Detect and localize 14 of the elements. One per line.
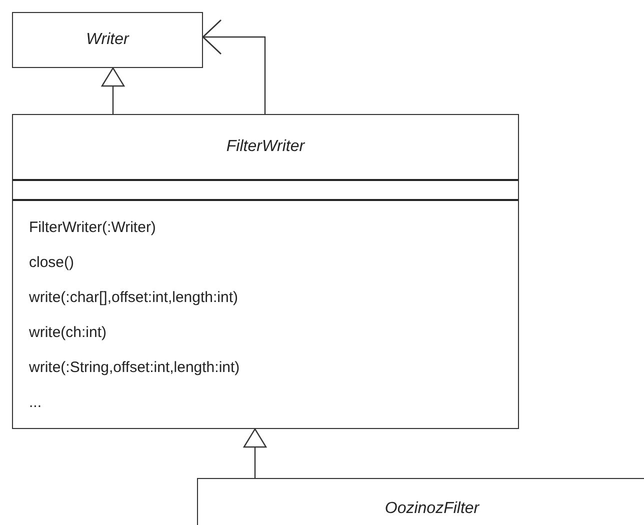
method-text: write(ch:int) xyxy=(29,323,108,343)
class-name: OozinozFilter xyxy=(384,499,480,519)
method-text: write(:char[],offset:int,length:int) xyxy=(29,288,239,308)
method-text: ... xyxy=(29,393,43,413)
method-text: FilterWriter(:Writer) xyxy=(29,218,157,238)
class-name: Writer xyxy=(86,30,129,50)
method-text: write(:String,offset:int,length:int) xyxy=(29,358,241,378)
class-name: FilterWriter xyxy=(226,137,305,157)
generalization-arrow xyxy=(243,428,267,478)
class-box xyxy=(12,114,519,429)
method-text: close() xyxy=(29,253,76,273)
class-box xyxy=(12,12,203,68)
generalization-arrow xyxy=(101,67,125,114)
association-arrow xyxy=(202,19,266,114)
